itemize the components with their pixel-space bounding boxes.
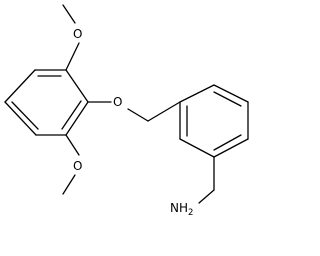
bond-ring1-e-inner [61,100,82,130]
oxygen-label-top: O [73,27,82,41]
bond-layer [4,4,249,204]
bond-ring1-c-inner [11,101,39,130]
oxygen-label-bottom: O [73,159,82,173]
bond-ring2-b-inner [213,91,242,107]
bond-ring2-d-inner [213,134,242,151]
bond-ch2-amine [198,189,215,204]
amine-label: NH2 [170,201,193,218]
bond-ring1-e [65,101,89,136]
bond-ring1-b [4,69,36,103]
bond-otop-ring [65,42,80,71]
amine-nh-text: NH [170,201,188,215]
bond-methyl-top [62,4,76,24]
bond-ring2-b [213,84,249,103]
bond-omid-ch2 [127,108,149,122]
amine-subscript: 2 [188,208,193,218]
bond-ring1-f [65,69,89,103]
bond-ch2-ring2 [147,101,181,122]
molecule-diagram: O O O NH2 [4,4,249,218]
oxygen-label-middle: O [113,95,122,109]
bond-ring1-c [4,101,37,136]
bond-ring2-d [213,138,249,158]
bond-obot-methyl [62,174,76,195]
bond-ring1-obot [65,134,80,156]
structure-canvas: O O O NH2 [4,4,249,218]
atom-label-layer: O O O NH2 [73,27,193,218]
bond-ring2-a [179,84,215,103]
bond-ring2-e [179,138,215,158]
